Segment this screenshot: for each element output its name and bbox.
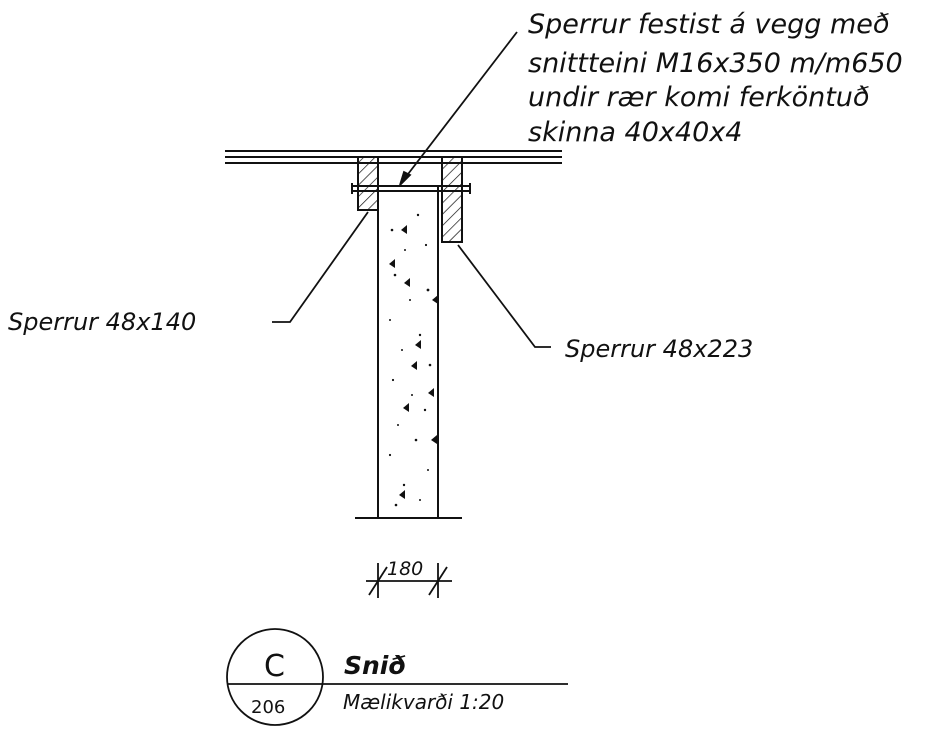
dimension-label: 180 bbox=[387, 558, 423, 580]
left-label-leader bbox=[272, 211, 369, 323]
concrete-wall bbox=[355, 185, 462, 519]
threaded-bolt bbox=[351, 183, 471, 194]
rafter-left bbox=[357, 156, 379, 211]
right-label-leader bbox=[457, 244, 551, 348]
scale-label: Mælikvarði 1:20 bbox=[343, 690, 504, 714]
dimension-line bbox=[366, 563, 452, 598]
note-line-3: undir rær komi ferköntuð bbox=[528, 82, 869, 113]
section-title: Snið bbox=[344, 651, 406, 680]
note-line-4: skinna 40x40x4 bbox=[528, 117, 742, 148]
note-leader bbox=[399, 31, 518, 186]
note-line-1: Sperrur festist á vegg með bbox=[528, 9, 889, 40]
label-rafter-left: Sperrur 48x140 bbox=[8, 308, 196, 336]
note-line-2: snittteini M16x350 m/m650 bbox=[528, 48, 903, 79]
top-plate bbox=[225, 150, 562, 164]
rafter-right bbox=[441, 156, 463, 243]
section-letter: C bbox=[264, 649, 285, 684]
label-rafter-right: Sperrur 48x223 bbox=[565, 335, 753, 363]
sheet-number: 206 bbox=[251, 697, 285, 718]
section-marker bbox=[226, 628, 568, 726]
